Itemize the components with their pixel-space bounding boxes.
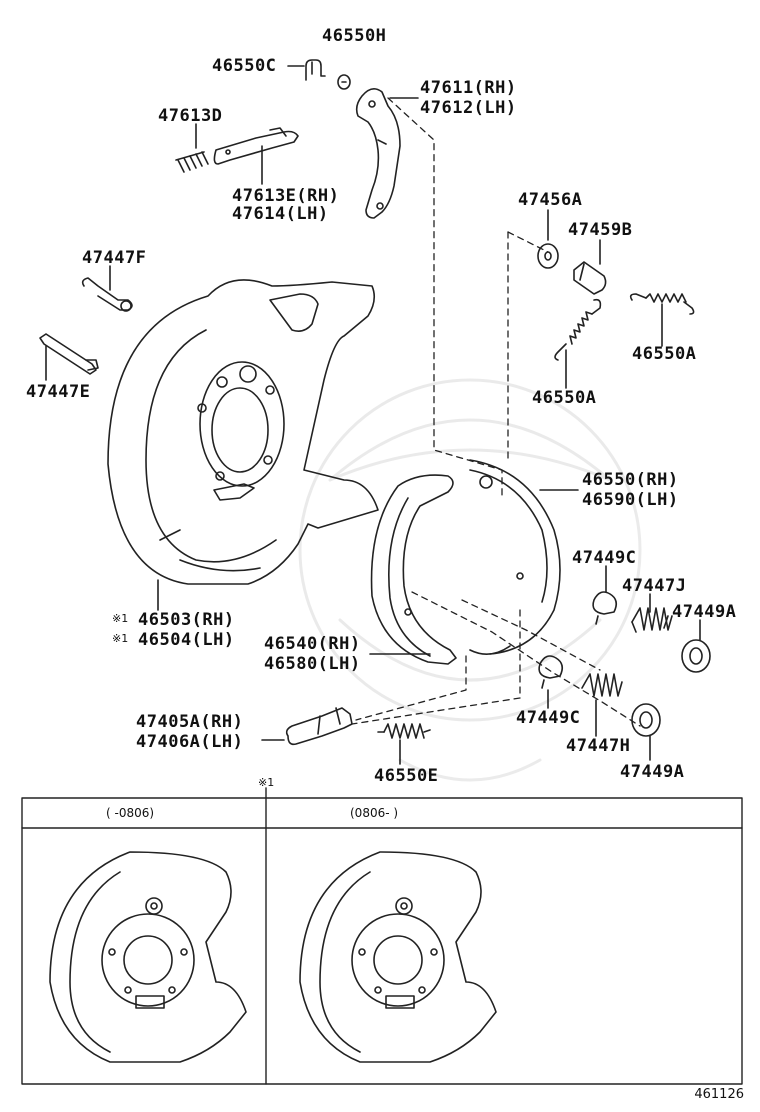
label-47447E: 47447E (26, 382, 91, 402)
part-47405A-cylinder (285, 707, 353, 746)
label-47449C-2: 47449C (516, 708, 581, 728)
variant-plate-late (299, 851, 497, 1063)
label-46580: 46580(LH) (264, 654, 361, 674)
part-47447E (39, 333, 99, 375)
label-47613D: 47613D (158, 106, 223, 126)
panel-title-early: ( -0806) (106, 806, 155, 820)
note-mark-panel: ※1 (258, 776, 275, 789)
label-47449A-1: 47449A (672, 602, 737, 622)
label-46550E: 46550E (374, 766, 439, 786)
part-46540-brake-shoe (370, 459, 561, 665)
part-47613D (175, 151, 209, 173)
part-47611-lever (355, 88, 401, 219)
label-47456A: 47456A (518, 190, 583, 210)
part-46550E (377, 723, 431, 739)
part-47449A-2 (631, 703, 661, 737)
label-46550C: 46550C (212, 56, 277, 76)
label-47459B: 47459B (568, 220, 633, 240)
variant-panel-frame (21, 787, 743, 1085)
variant-plate-early (49, 851, 247, 1063)
part-46550A-spring-2 (554, 298, 602, 361)
part-46550C (305, 59, 326, 81)
label-47447H: 47447H (566, 736, 631, 756)
part-47447H (581, 673, 623, 697)
part-47449C-1 (592, 591, 618, 625)
label-46550A-2: 46550A (532, 388, 597, 408)
part-46550H (337, 74, 351, 90)
label-46550A-1: 46550A (632, 344, 697, 364)
label-46540: 46540(RH) (264, 634, 361, 654)
part-46503-backing-plate (107, 279, 379, 585)
label-46550H: 46550H (322, 26, 387, 46)
part-47449C-2 (538, 655, 564, 689)
figure-number: 461126 (694, 1087, 744, 1102)
watermark (298, 378, 642, 782)
note-mark-46504: ※1 (112, 632, 129, 645)
label-47405A: 47405A(RH) (136, 712, 244, 732)
label-47447J: 47447J (622, 576, 687, 596)
part-47456A (537, 243, 559, 269)
label-47612: 47612(LH) (420, 98, 517, 118)
label-46590: 46590(LH) (582, 490, 679, 510)
label-47449A-2: 47449A (620, 762, 685, 782)
part-47613E-strut (213, 127, 299, 165)
label-47614: 47614(LH) (232, 204, 329, 224)
label-47611: 47611(RH) (420, 78, 517, 98)
label-47406A: 47406A(LH) (136, 732, 244, 752)
label-47613E: 47613E(RH) (232, 186, 340, 206)
label-46503: 46503(RH) (138, 610, 235, 630)
part-47447F (81, 277, 133, 312)
note-mark-46503: ※1 (112, 612, 129, 625)
part-47459B (573, 261, 607, 295)
part-46550A-spring-1 (629, 293, 695, 315)
label-46550: 46550(RH) (582, 470, 679, 490)
label-47449C-1: 47449C (572, 548, 637, 568)
part-47447J (631, 607, 673, 633)
part-47449A-1 (681, 639, 711, 673)
label-46504: 46504(LH) (138, 630, 235, 650)
label-47447F: 47447F (82, 248, 147, 268)
leader-lines (351, 97, 641, 727)
panel-title-late: (0806- ) (350, 806, 399, 820)
